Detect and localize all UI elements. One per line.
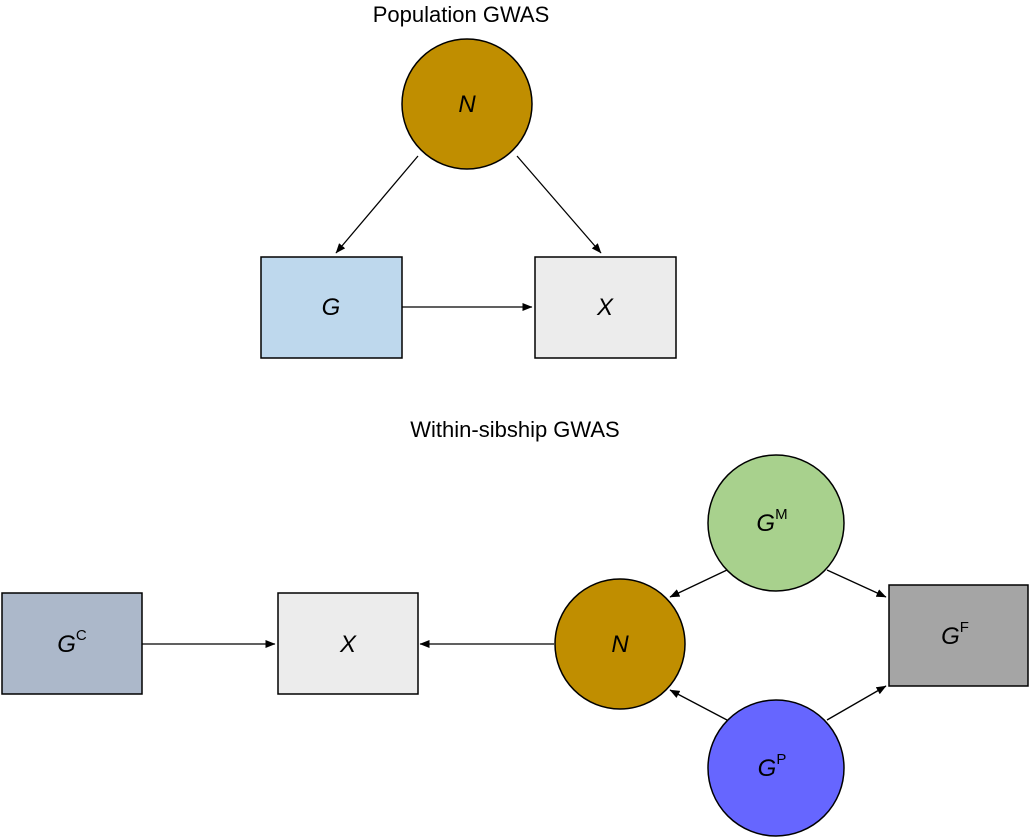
node-gf-label: GF (941, 619, 969, 650)
node-n-label: N (458, 91, 476, 118)
node-gc-label: GC (57, 627, 87, 658)
node-gm-shape (707, 454, 845, 592)
edge-gm-to-gf (826, 569, 887, 598)
node-gp: GP (707, 699, 845, 837)
node-n-within-shape (554, 578, 686, 710)
node-gp-label: GP (758, 751, 787, 782)
population-gwas-panel: Population GWAS N G X (260, 2, 677, 359)
edge-gp-to-gf (826, 685, 887, 721)
node-n-shape (401, 38, 533, 170)
node-x-within-label: X (339, 631, 357, 658)
within-sibship-gwas-panel: Within-sibship GWAS GC X N GM (1, 417, 1029, 837)
node-gm: GM (707, 454, 845, 592)
within-sibship-gwas-title: Within-sibship GWAS (410, 417, 619, 442)
node-x: X (534, 256, 677, 359)
node-n: N (401, 38, 533, 170)
node-g: G (260, 256, 403, 359)
node-n-within-label: N (611, 631, 629, 658)
population-gwas-title: Population GWAS (373, 2, 550, 27)
edge-n-to-g (335, 155, 419, 254)
node-x-within: X (277, 592, 419, 695)
node-gc-shape (1, 592, 143, 695)
node-n-within: N (554, 578, 686, 710)
node-x-shape (534, 256, 677, 359)
node-gf: GF (888, 584, 1029, 687)
node-gp-shape (707, 699, 845, 837)
edge-n-to-x (516, 155, 602, 254)
node-x-label: X (596, 294, 614, 321)
edge-gp-to-n (669, 689, 728, 721)
node-gm-label: GM (756, 506, 787, 537)
node-gf-shape (888, 584, 1029, 687)
node-g-shape (260, 256, 403, 359)
node-gc: GC (1, 592, 143, 695)
node-x-within-shape (277, 592, 419, 695)
edge-gm-to-n (669, 569, 728, 598)
node-g-label: G (322, 294, 341, 321)
